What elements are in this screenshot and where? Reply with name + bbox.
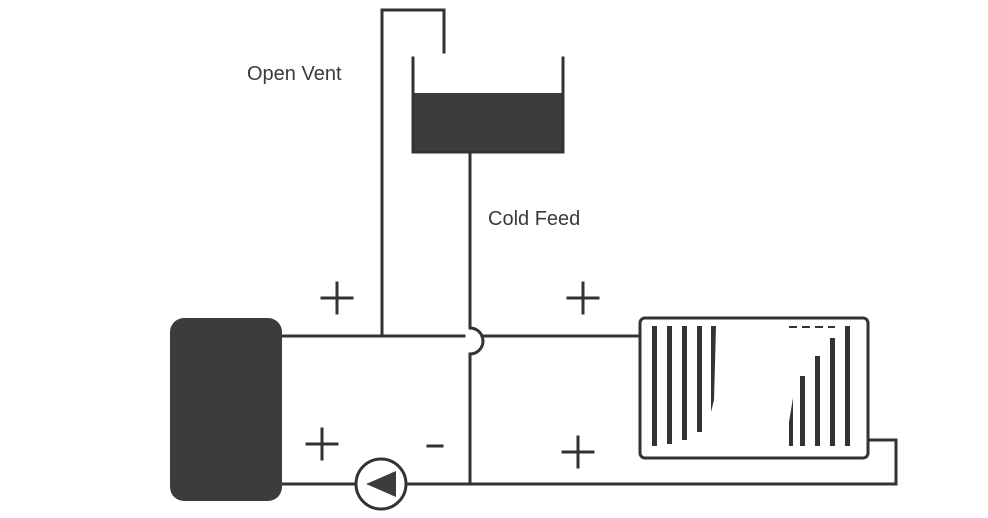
radiator-fins-left bbox=[652, 326, 716, 446]
cold-feed-pipe bbox=[468, 150, 485, 486]
boiler bbox=[170, 318, 282, 501]
plus-sign-lower-left bbox=[305, 427, 339, 461]
open-vent-pipe bbox=[380, 8, 446, 337]
plus-sign-upper-left bbox=[320, 281, 354, 315]
open-vent-label: Open Vent bbox=[247, 63, 342, 85]
tank-water bbox=[413, 93, 563, 151]
radiator bbox=[638, 316, 870, 460]
return-pipe bbox=[280, 438, 898, 486]
plus-sign-lower-right bbox=[561, 435, 595, 469]
radiator-fins-right bbox=[789, 326, 850, 446]
plus-sign-upper-right bbox=[566, 281, 600, 315]
pump-icon bbox=[354, 457, 408, 511]
cold-feed-label: Cold Feed bbox=[488, 208, 580, 230]
feed-expansion-tank bbox=[411, 56, 565, 154]
